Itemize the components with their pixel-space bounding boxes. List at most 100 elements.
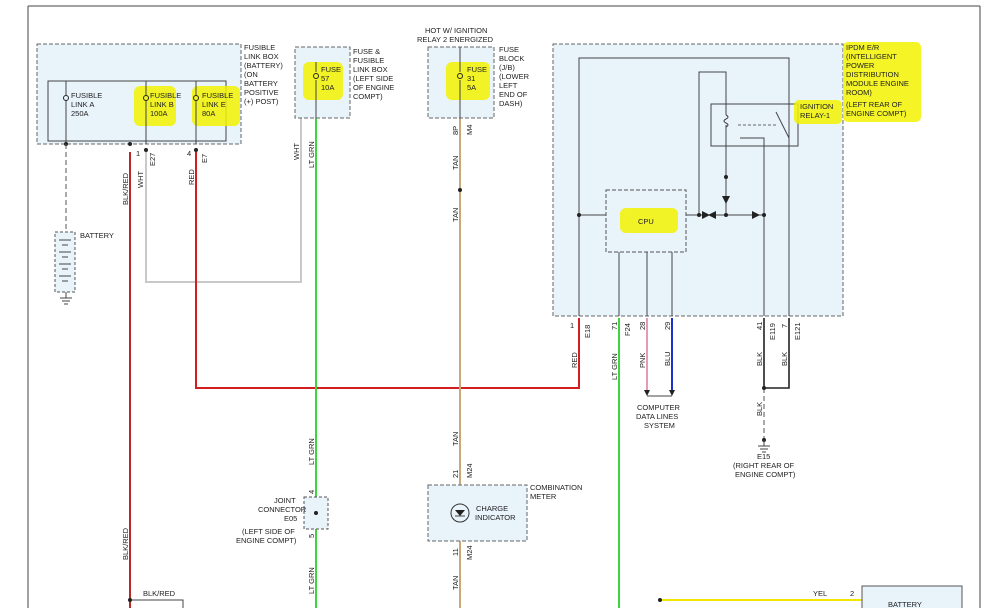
relay-label-1: IGNITION bbox=[800, 102, 833, 111]
m24-name-bot: M24 bbox=[465, 545, 474, 560]
fuse31-line2: 31 bbox=[467, 74, 475, 83]
computer-data-2: DATA LINES bbox=[636, 412, 678, 421]
link-a-line2: LINK A bbox=[71, 100, 94, 109]
conn-e27-name: E27 bbox=[148, 153, 157, 166]
fb-title-2: BLOCK bbox=[499, 54, 524, 63]
wire-label-pnk: PNK bbox=[638, 353, 647, 368]
wire-label-tan-4: TAN bbox=[451, 576, 460, 590]
fuse57-line3: 10A bbox=[321, 83, 334, 92]
wire-label-ltgrn-mid: LT GRN bbox=[307, 438, 316, 465]
conn-m4-name: M4 bbox=[465, 125, 474, 135]
flb-title-3: (BATTERY) bbox=[244, 61, 283, 70]
red-wire bbox=[195, 152, 580, 389]
fb-title-5: LEFT bbox=[499, 81, 518, 90]
flb-title-5: BATTERY bbox=[244, 79, 278, 88]
combination-meter: CHARGE INDICATOR COMBINATION METER 21 M2… bbox=[427, 463, 582, 560]
link-a-line1: FUSIBLE bbox=[71, 91, 102, 100]
jc-line4: (LEFT SIDE OF bbox=[242, 527, 295, 536]
ground-e15: E15 (RIGHT REAR OF ENGINE COMPT) bbox=[733, 438, 796, 479]
wire-label-tan-3: TAN bbox=[451, 432, 460, 446]
ipdm-title-1: IPDM E/R bbox=[846, 43, 880, 52]
ipdm-title-8: ENGINE COMPT) bbox=[846, 109, 907, 118]
link-e-line3: 80A bbox=[202, 109, 215, 118]
fuse57-title-3: LINK BOX bbox=[353, 65, 388, 74]
m24-pin-11: 11 bbox=[451, 548, 460, 556]
conn-m4-pin: 8P bbox=[451, 126, 460, 135]
wire-label-blu: BLU bbox=[663, 351, 672, 366]
wire-label-ltgrn-top: LT GRN bbox=[307, 141, 316, 168]
ground-e15-3: ENGINE COMPT) bbox=[735, 470, 796, 479]
charge-indicator-1: CHARGE bbox=[476, 504, 508, 513]
conn-e119-pin: 41 bbox=[755, 322, 764, 330]
conn-e119-name: E119 bbox=[768, 323, 777, 340]
fuse57-box: FUSE 57 10A FUSE & FUSIBLE LINK BOX (LEF… bbox=[294, 46, 394, 119]
m24-name-top: M24 bbox=[465, 463, 474, 478]
wire-label-tan-1: TAN bbox=[451, 156, 460, 170]
fuse57-title-5: OF ENGINE bbox=[353, 83, 394, 92]
jc-line5: ENGINE COMPT) bbox=[236, 536, 297, 545]
fb-title-1: FUSE bbox=[499, 45, 519, 54]
conn-e7-pin: 4 bbox=[187, 149, 191, 158]
battery-bottom-label: BATTERY bbox=[888, 600, 922, 608]
ground-e15-2: (RIGHT REAR OF bbox=[733, 461, 795, 470]
fuse57-title-1: FUSE & bbox=[353, 47, 380, 56]
conn-f24-name: F24 bbox=[623, 323, 632, 336]
fuse-block: FUSE 31 5A FUSE BLOCK (J/B) (LOWER LEFT … bbox=[427, 45, 530, 119]
wire-label-tan-2: TAN bbox=[451, 208, 460, 222]
conn-e27-pin: 1 bbox=[136, 149, 140, 158]
relay-label-2: RELAY-1 bbox=[800, 111, 830, 120]
wire-label-blkred-mid: BLK/RED bbox=[121, 527, 130, 560]
conn-e121-pin: 7 bbox=[780, 324, 789, 328]
conn-e7-name: E7 bbox=[200, 154, 209, 163]
fuse57-title-2: FUSIBLE bbox=[353, 56, 384, 65]
ipdm-title-7: (LEFT REAR OF bbox=[846, 100, 903, 109]
flb-title-6: POSITIVE bbox=[244, 88, 279, 97]
fuse57-title-6: COMPT) bbox=[353, 92, 383, 101]
link-a-line3: 250A bbox=[71, 109, 89, 118]
joint-connector-e05: 4 5 JOINT CONNECTOR E05 (LEFT SIDE OF EN… bbox=[236, 490, 329, 545]
fb-title-6: END OF bbox=[499, 90, 528, 99]
ipdm-title-3: POWER bbox=[846, 61, 875, 70]
conn-e121-name: E121 bbox=[793, 322, 802, 340]
jc-line1: JOINT bbox=[274, 496, 296, 505]
m24-pin-21: 21 bbox=[451, 470, 460, 478]
fusible-link-box: FUSIBLE LINK A 250A FUSIBLE LINK B 100A … bbox=[36, 43, 283, 152]
wire-label-yel: YEL bbox=[813, 589, 827, 598]
blk-red-branch bbox=[130, 599, 184, 608]
battery-label: BATTERY bbox=[80, 231, 114, 240]
charge-indicator-2: INDICATOR bbox=[475, 513, 516, 522]
blk-wire-e119 bbox=[763, 318, 790, 389]
ipdm-title-2: (INTELLIGENT bbox=[846, 52, 897, 61]
link-b-line2: LINK B bbox=[150, 100, 174, 109]
jc-line3: E05 bbox=[284, 514, 297, 523]
fuse31-line1: FUSE bbox=[467, 65, 487, 74]
conn-pin-28: 28 bbox=[638, 322, 647, 330]
link-e-line2: LINK E bbox=[202, 100, 226, 109]
flb-title-4: (ON bbox=[244, 70, 258, 79]
conn-f24-pin: 71 bbox=[610, 322, 619, 330]
wire-label-wht-right: WHT bbox=[292, 143, 301, 160]
ipdm-title-4: DISTRIBUTION bbox=[846, 70, 899, 79]
ipdm-title-5: MODULE ENGINE bbox=[846, 79, 909, 88]
hot-line1: HOT W/ IGNITION bbox=[425, 26, 487, 35]
ground-e15-1: E15 bbox=[757, 452, 770, 461]
hot-line2: RELAY 2 ENERGIZED bbox=[417, 35, 494, 44]
fuse57-title-4: (LEFT SIDE bbox=[353, 74, 393, 83]
wire-label-red-left: RED bbox=[187, 169, 196, 185]
wire-label-ltgrn-bot: LT GRN bbox=[307, 567, 316, 594]
conn-e18-name: E18 bbox=[583, 325, 592, 338]
yel-pin-2: 2 bbox=[850, 589, 854, 598]
fb-title-4: (LOWER bbox=[499, 72, 530, 81]
cpu-label: CPU bbox=[638, 217, 654, 226]
flb-title-2: LINK BOX bbox=[244, 52, 279, 61]
conn-pin-29: 29 bbox=[663, 322, 672, 330]
ipdm-module: CPU IGNITION RELAY-1 bbox=[552, 43, 844, 317]
flb-title-1: FUSIBLE bbox=[244, 43, 275, 52]
wht-wire bbox=[145, 118, 302, 283]
fb-title-3: (J/B) bbox=[499, 63, 515, 72]
fuse31-line3: 5A bbox=[467, 83, 476, 92]
ipdm-title-6: ROOM) bbox=[846, 88, 872, 97]
link-b-line3: 100A bbox=[150, 109, 168, 118]
cm-title-2: METER bbox=[530, 492, 557, 501]
